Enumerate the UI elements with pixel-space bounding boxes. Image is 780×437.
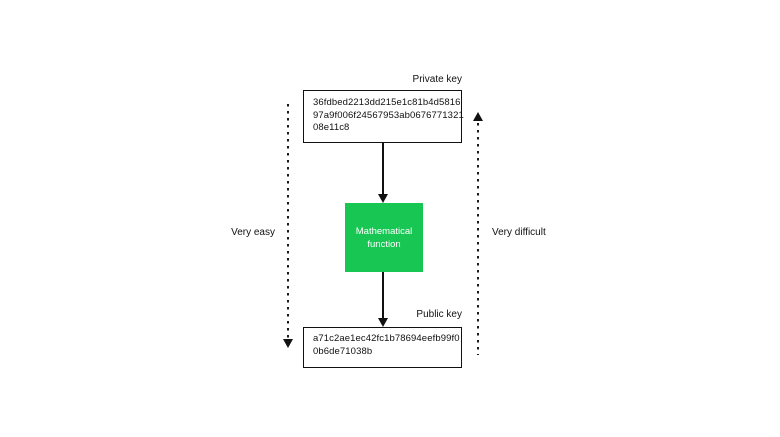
public-key-box: a71c2ae1ec42fc1b78694eefb99f0 0b6de71038…: [303, 327, 462, 368]
arrowhead-down-icon: [283, 339, 293, 348]
mathematical-function-box: Mathematical function: [345, 203, 423, 272]
mathematical-function-label: Mathematical function: [355, 225, 413, 250]
very-easy-label: Very easy: [231, 227, 275, 238]
arrow-private-to-function-line: [382, 143, 384, 196]
private-key-value-line: 97a9f006f24567953ab0676771321: [313, 109, 464, 121]
private-key-box: 36fdbed2213dd215e1c81b4d5816 97a9f006f24…: [303, 90, 464, 143]
private-key-label: Private key: [412, 74, 462, 85]
arrow-down-icon: [378, 318, 388, 327]
private-key-value-line: 36fdbed2213dd215e1c81b4d5816: [313, 97, 461, 108]
arrow-down-icon: [378, 194, 388, 203]
easy-direction-dotted-line: [287, 104, 289, 340]
public-key-value-line: a71c2ae1ec42fc1b78694eefb99f0: [313, 333, 460, 344]
arrowhead-up-icon: [473, 112, 483, 121]
public-key-label: Public key: [416, 309, 462, 320]
private-key-value-line: 08e11c8: [313, 122, 350, 133]
difficult-direction-dotted-line: [477, 123, 479, 355]
public-key-value-line: 0b6de71038b: [313, 345, 373, 357]
arrow-function-to-public-line: [382, 272, 384, 320]
very-difficult-label: Very difficult: [492, 227, 546, 238]
